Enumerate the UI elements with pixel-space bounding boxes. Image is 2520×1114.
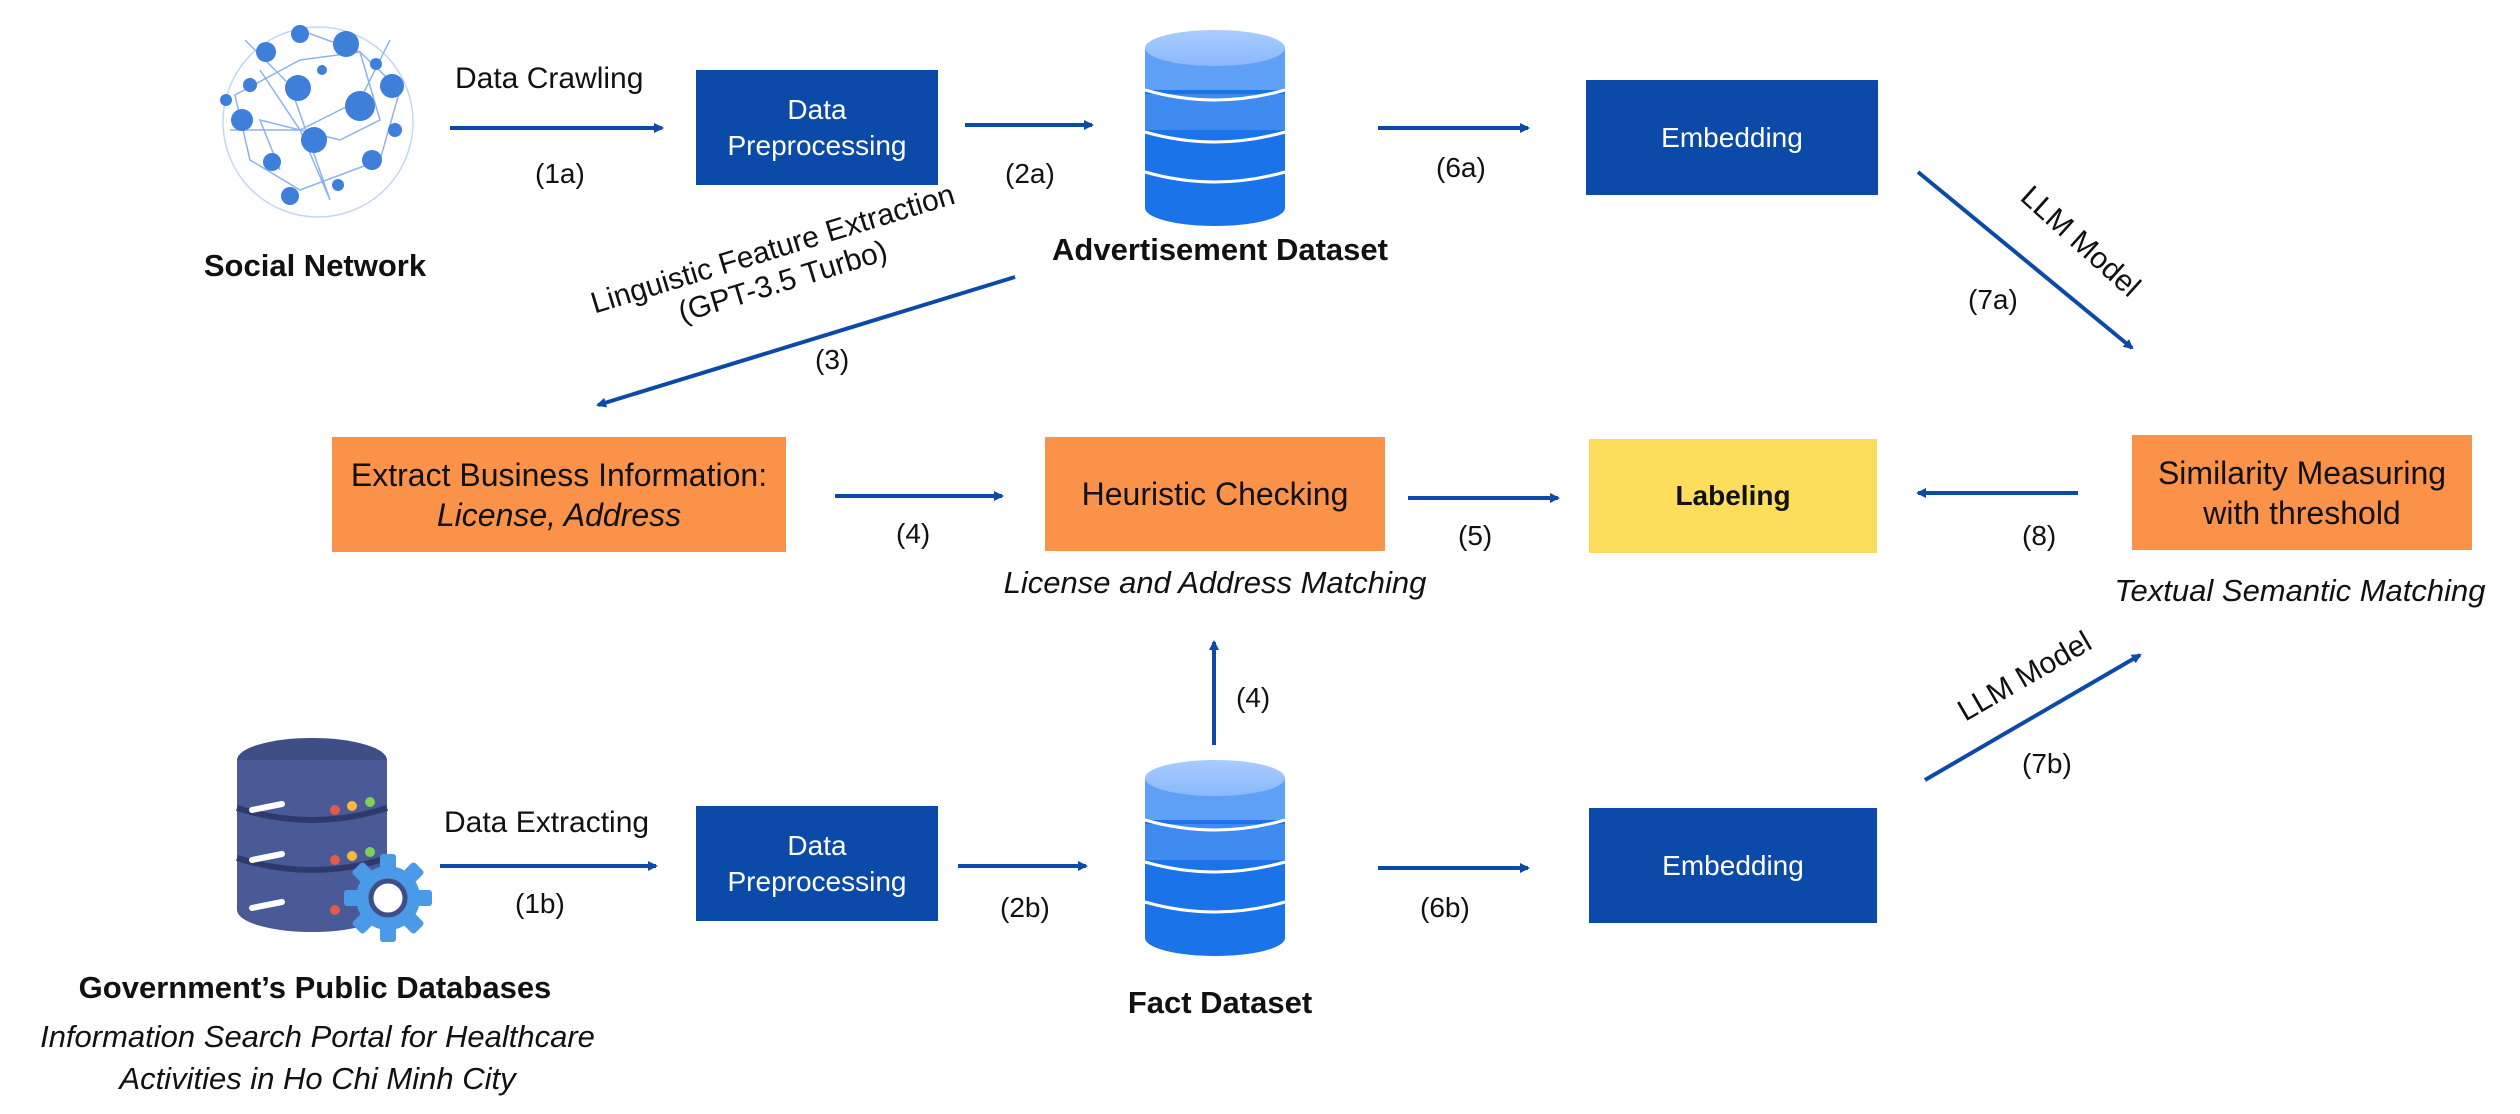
data-extracting-label: Data Extracting: [444, 806, 650, 839]
gov-db-title: Government’s Public Databases: [78, 970, 552, 1005]
database-cylinder-icon: [1144, 30, 1286, 226]
step-1b: (1b): [515, 888, 565, 919]
preprocessing-top-line1: Data: [787, 93, 847, 125]
step-2a: (2a): [1005, 158, 1055, 189]
extract-line2: License, Address: [436, 496, 682, 533]
heuristic-checking-box: Heuristic Checking: [1045, 437, 1385, 551]
preprocessing-box-top: Data Preprocessing: [696, 70, 938, 185]
database-cylinder-icon: [1144, 760, 1286, 956]
advertisement-dataset-title: Advertisement Dataset: [1052, 232, 1388, 267]
similarity-measuring-box: Similarity Measuring with threshold: [2132, 435, 2472, 550]
license-matching-caption: License and Address Matching: [1003, 565, 1427, 600]
step-7a: (7a): [1968, 284, 2018, 315]
step-4-left: (4): [896, 518, 931, 549]
step-7b: (7b): [2022, 748, 2072, 779]
fact-dataset-title: Fact Dataset: [1127, 985, 1313, 1020]
labeling-box: Labeling: [1589, 439, 1877, 553]
gear-icon: [344, 854, 432, 942]
server-database-icon: [236, 738, 388, 932]
data-crawling-label: Data Crawling: [455, 62, 644, 95]
similarity-line1: Similarity Measuring: [2157, 454, 2447, 491]
embedding-box-bottom: Embedding: [1589, 808, 1877, 923]
gov-db-subtitle: Information Search Portal for Healthcare…: [0, 1016, 635, 1100]
step-8: (8): [2022, 520, 2057, 551]
arrow-3: [596, 275, 1016, 408]
gov-db-subtitle-line2: Activities in Ho Chi Minh City: [119, 1061, 516, 1096]
extract-business-info-box: Extract Business Information: License, A…: [332, 437, 786, 552]
embedding-box-top: Embedding: [1586, 80, 1878, 195]
arrow-7b: [1923, 653, 2142, 782]
social-network-title: Social Network: [203, 248, 427, 283]
preprocessing-top-line2: Preprocessing: [727, 129, 907, 161]
preprocessing-box-bottom: Data Preprocessing: [696, 806, 938, 921]
step-3: (3): [815, 344, 850, 375]
step-6a: (6a): [1436, 152, 1486, 183]
step-1a: (1a): [535, 158, 585, 189]
preprocessing-bottom-line1: Data: [787, 829, 847, 861]
step-4-up: (4): [1236, 682, 1271, 713]
extract-line1: Extract Business Information:: [350, 456, 768, 493]
semantic-matching-caption: Textual Semantic Matching: [2114, 573, 2486, 608]
similarity-line2: with threshold: [2203, 494, 2401, 531]
step-2b: (2b): [1000, 892, 1050, 923]
preprocessing-bottom-line2: Preprocessing: [727, 865, 907, 897]
step-5: (5): [1458, 520, 1493, 551]
arrow-7a: [1916, 170, 2134, 350]
gov-db-subtitle-line1: Information Search Portal for Healthcare: [40, 1019, 595, 1054]
network-globe-icon: [220, 25, 414, 218]
step-6b: (6b): [1420, 892, 1470, 923]
